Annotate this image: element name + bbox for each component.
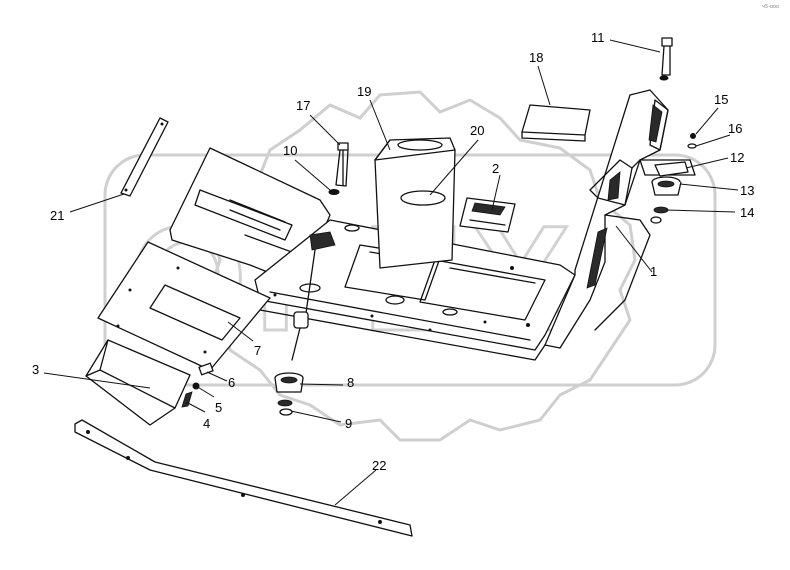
leader-8 (299, 383, 344, 386)
part-11-bolt (659, 37, 673, 81)
center-mount-assembly (291, 231, 336, 361)
leader-14 (665, 209, 736, 213)
callout-12: 12 (730, 150, 744, 165)
callout-4: 4 (203, 416, 210, 431)
callout-labels: 1 2 3 4 5 6 7 8 9 10 11 12 13 14 15 16 1… (32, 30, 754, 473)
part-4-bolt (181, 391, 193, 408)
callout-9: 9 (345, 416, 352, 431)
callout-16: 16 (728, 121, 742, 136)
callout-1: 1 (650, 264, 657, 279)
part-16-washer (687, 143, 697, 149)
callout-18: 18 (529, 50, 543, 65)
callout-20: 20 (470, 123, 484, 138)
leader-5 (195, 385, 215, 398)
callout-7: 7 (254, 343, 261, 358)
leader-4 (185, 401, 206, 413)
part-13-rubber-mount (651, 176, 682, 196)
callout-2: 2 (492, 161, 499, 176)
part-9-washer (277, 399, 293, 416)
part-22-rail (74, 419, 413, 537)
leader-21 (69, 193, 125, 213)
part-8-rubber-mount (274, 372, 304, 393)
leader-15 (695, 107, 719, 135)
callout-19: 19 (357, 84, 371, 99)
part-21-strip (120, 117, 169, 197)
leader-9 (290, 410, 342, 423)
part-20-disc (400, 190, 446, 206)
callout-15: 15 (714, 92, 728, 107)
part-6-clip (198, 362, 214, 376)
callout-10: 10 (283, 143, 297, 158)
corner-stamp: ч5-ооо (762, 4, 779, 10)
leader-13 (679, 183, 739, 191)
leader-12 (685, 157, 729, 169)
part-2-bracket (459, 197, 516, 233)
leader-11 (609, 39, 661, 53)
leader-7 (227, 321, 254, 342)
callout-14: 14 (740, 205, 754, 220)
leader-1 (615, 225, 653, 273)
callout-13: 13 (740, 183, 754, 198)
part-14-washer (650, 206, 669, 224)
part-18-pad (521, 104, 591, 142)
callout-21: 21 (50, 208, 64, 223)
callout-11: 11 (591, 30, 605, 45)
callout-22: 22 (372, 458, 386, 473)
part-12-plate (654, 161, 689, 177)
part-15-nut (690, 133, 696, 139)
leader-6 (206, 371, 228, 382)
leader-3 (43, 372, 151, 389)
leader-2 (491, 174, 501, 211)
callout-17: 17 (296, 98, 310, 113)
leader-10 (294, 159, 331, 191)
part-10-washer (328, 189, 340, 195)
callout-6: 6 (228, 375, 235, 390)
part-17-bolt (335, 142, 349, 187)
leader-20 (429, 139, 479, 196)
leader-19 (369, 99, 391, 151)
callout-5: 5 (215, 400, 222, 415)
callout-8: 8 (347, 375, 354, 390)
leader-17 (309, 114, 341, 146)
part-3-box (85, 339, 191, 426)
leader-lines (43, 39, 739, 506)
leader-22 (334, 469, 377, 506)
leader-16 (695, 134, 731, 147)
callout-3: 3 (32, 362, 39, 377)
leader-18 (537, 65, 551, 106)
